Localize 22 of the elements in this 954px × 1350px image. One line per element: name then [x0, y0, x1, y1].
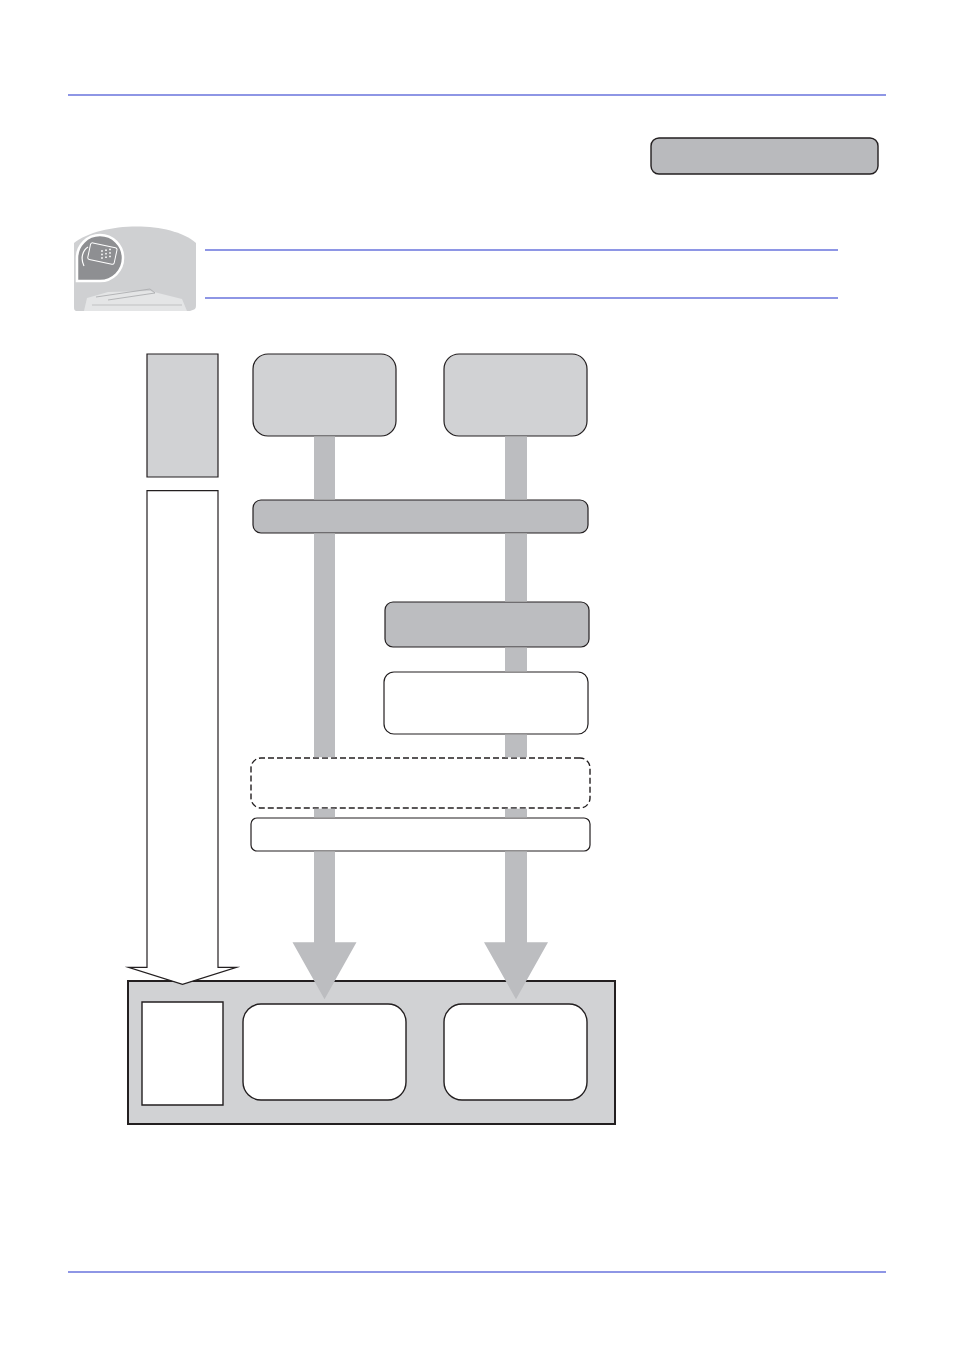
side-box [146, 353, 219, 478]
connector-bar [505, 647, 527, 672]
connector-bar [505, 734, 527, 758]
rounded-box [443, 353, 588, 437]
connector-bar [505, 808, 527, 818]
process-box [384, 601, 590, 648]
connector-bar [505, 436, 527, 500]
block-arrow [484, 851, 548, 1000]
bar-box [250, 817, 591, 852]
connector-bar [314, 533, 335, 758]
process-box [383, 671, 589, 735]
rounded-box [443, 1003, 588, 1101]
connector-bar [314, 808, 335, 818]
rounded-box [242, 1003, 407, 1101]
connector-bar [314, 436, 335, 500]
block-arrow [292, 851, 357, 1000]
block-arrow [124, 490, 241, 985]
rounded-box [252, 353, 397, 437]
side-box [141, 1001, 224, 1106]
connector-bar [505, 533, 527, 602]
dashed-box [250, 757, 591, 809]
header-tab [650, 137, 879, 175]
